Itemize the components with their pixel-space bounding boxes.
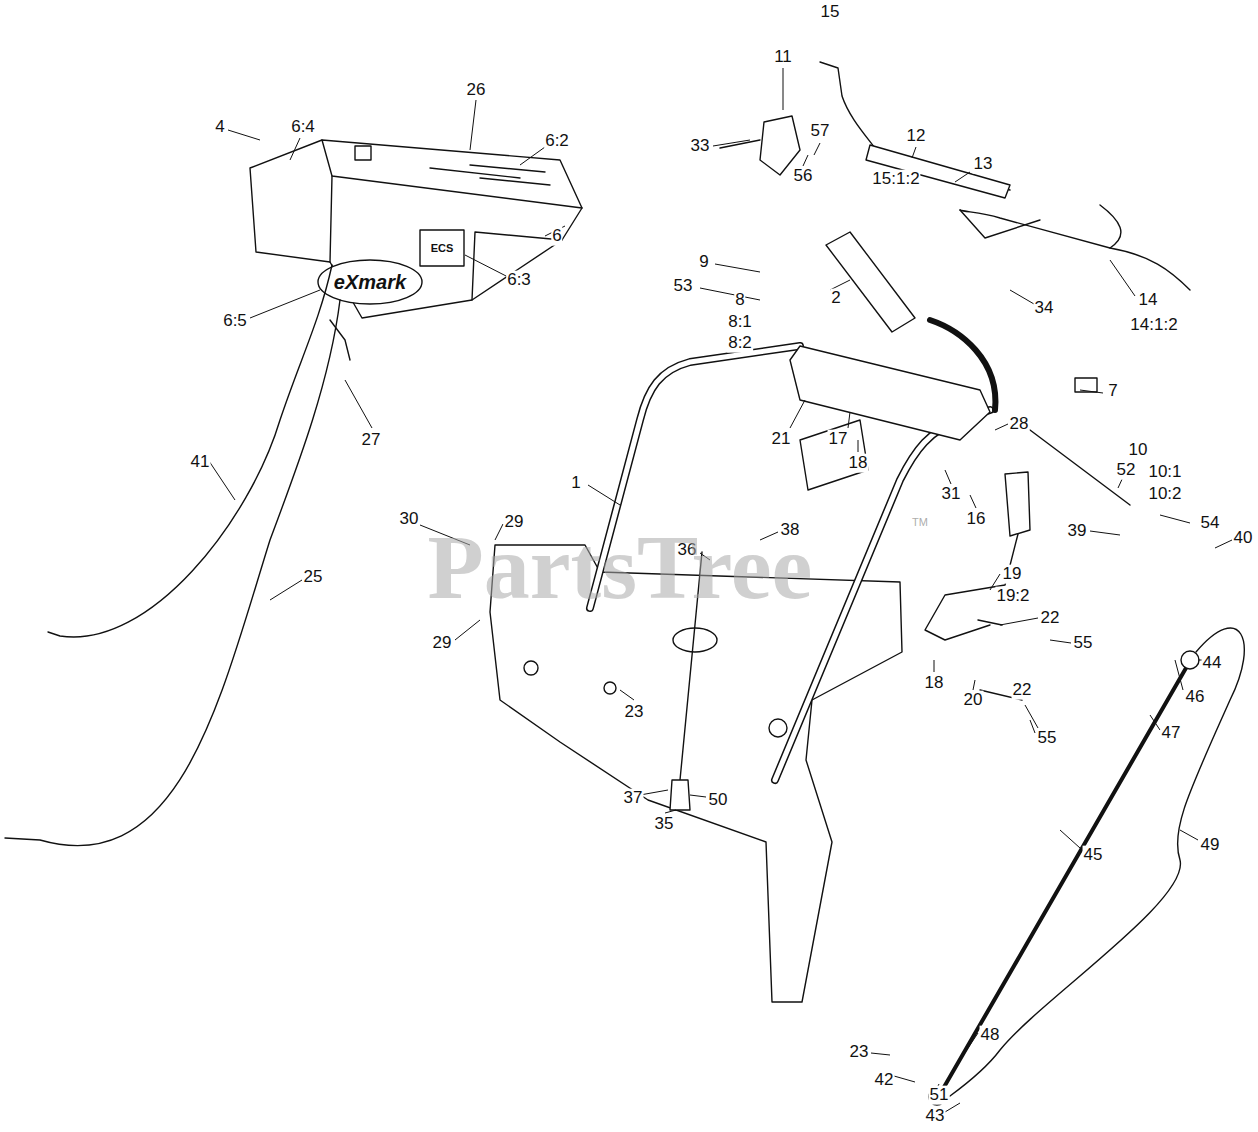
trademark-mark: TM [911,516,929,528]
callout-number: 39 [1067,522,1088,541]
callout-number: 55 [1073,634,1094,653]
callout-number: 47 [1161,724,1182,743]
watermark-text: PartsTree [427,517,814,618]
callout-number: 15 [820,3,841,22]
callout-number: 22 [1012,681,1033,700]
callout-number: 10:2 [1147,485,1182,504]
callout-number: 34 [1034,299,1055,318]
callout-number: 6:5 [222,312,248,331]
callout-number: 37 [623,789,644,808]
callout-number: 14:1:2 [1129,316,1178,335]
callout-number: 1 [570,474,581,493]
callout-number: 8 [734,291,745,310]
callout-number: 52 [1116,461,1137,480]
callout-number: 23 [624,703,645,722]
callout-number: 10 [1128,441,1149,460]
callout-number: 17 [828,430,849,449]
callout-number: 6:4 [290,118,316,137]
callout-number: 49 [1200,836,1221,855]
badge-text: ECS [430,242,455,254]
callout-number: 10:1 [1147,463,1182,482]
callout-number: 54 [1200,514,1221,533]
callout-number: 13 [973,155,994,174]
callout-number: 7 [1107,382,1118,401]
callout-number: 9 [698,253,709,272]
callout-number: 6:2 [544,132,570,151]
callout-number: 45 [1083,846,1104,865]
callout-number: 33 [690,137,711,156]
callout-number: 6 [551,227,562,246]
callout-number: 2 [830,289,841,308]
callout-number: 55 [1037,729,1058,748]
callout-number: 44 [1202,654,1223,673]
callout-number: 30 [399,510,420,529]
callout-number: 18 [848,454,869,473]
callout-number: 14 [1138,291,1159,310]
callout-number: 19:2 [995,587,1030,606]
callout-number: 11 [773,48,793,67]
callout-number: 18 [924,674,945,693]
logo-text: eXmark [333,271,407,293]
callout-number: 48 [980,1026,1001,1045]
callout-number: 6:3 [506,271,532,290]
callout-number: 12 [906,127,927,146]
callout-number: 42 [874,1071,895,1090]
callout-number: 56 [793,167,814,186]
callout-number: 21 [771,430,792,449]
callout-number: 23 [849,1043,870,1062]
callout-number: 26 [466,81,487,100]
callout-number: 16 [966,510,987,529]
callout-number: 8:2 [727,334,753,353]
callout-number: 50 [708,791,729,810]
callout-number: 8:1 [727,313,753,332]
callout-number: 53 [673,277,694,296]
callout-number: 19 [1002,565,1023,584]
callout-number: 43 [925,1107,946,1126]
callout-number: 35 [654,815,675,834]
callout-number: 27 [361,431,382,450]
callout-number: 4 [214,118,225,137]
callout-number: 51 [929,1086,950,1105]
callout-number: 22 [1040,609,1061,628]
callout-number: 57 [810,122,831,141]
callout-number: 29 [432,634,453,653]
callout-number: 46 [1185,688,1206,707]
callout-number: 20 [963,691,984,710]
callout-number: 41 [190,453,211,472]
callout-number: 40 [1233,529,1254,548]
callout-number: 25 [303,568,324,587]
callout-number: 31 [941,485,962,504]
callout-number: 28 [1009,415,1030,434]
callout-number: 15:1:2 [871,170,920,189]
